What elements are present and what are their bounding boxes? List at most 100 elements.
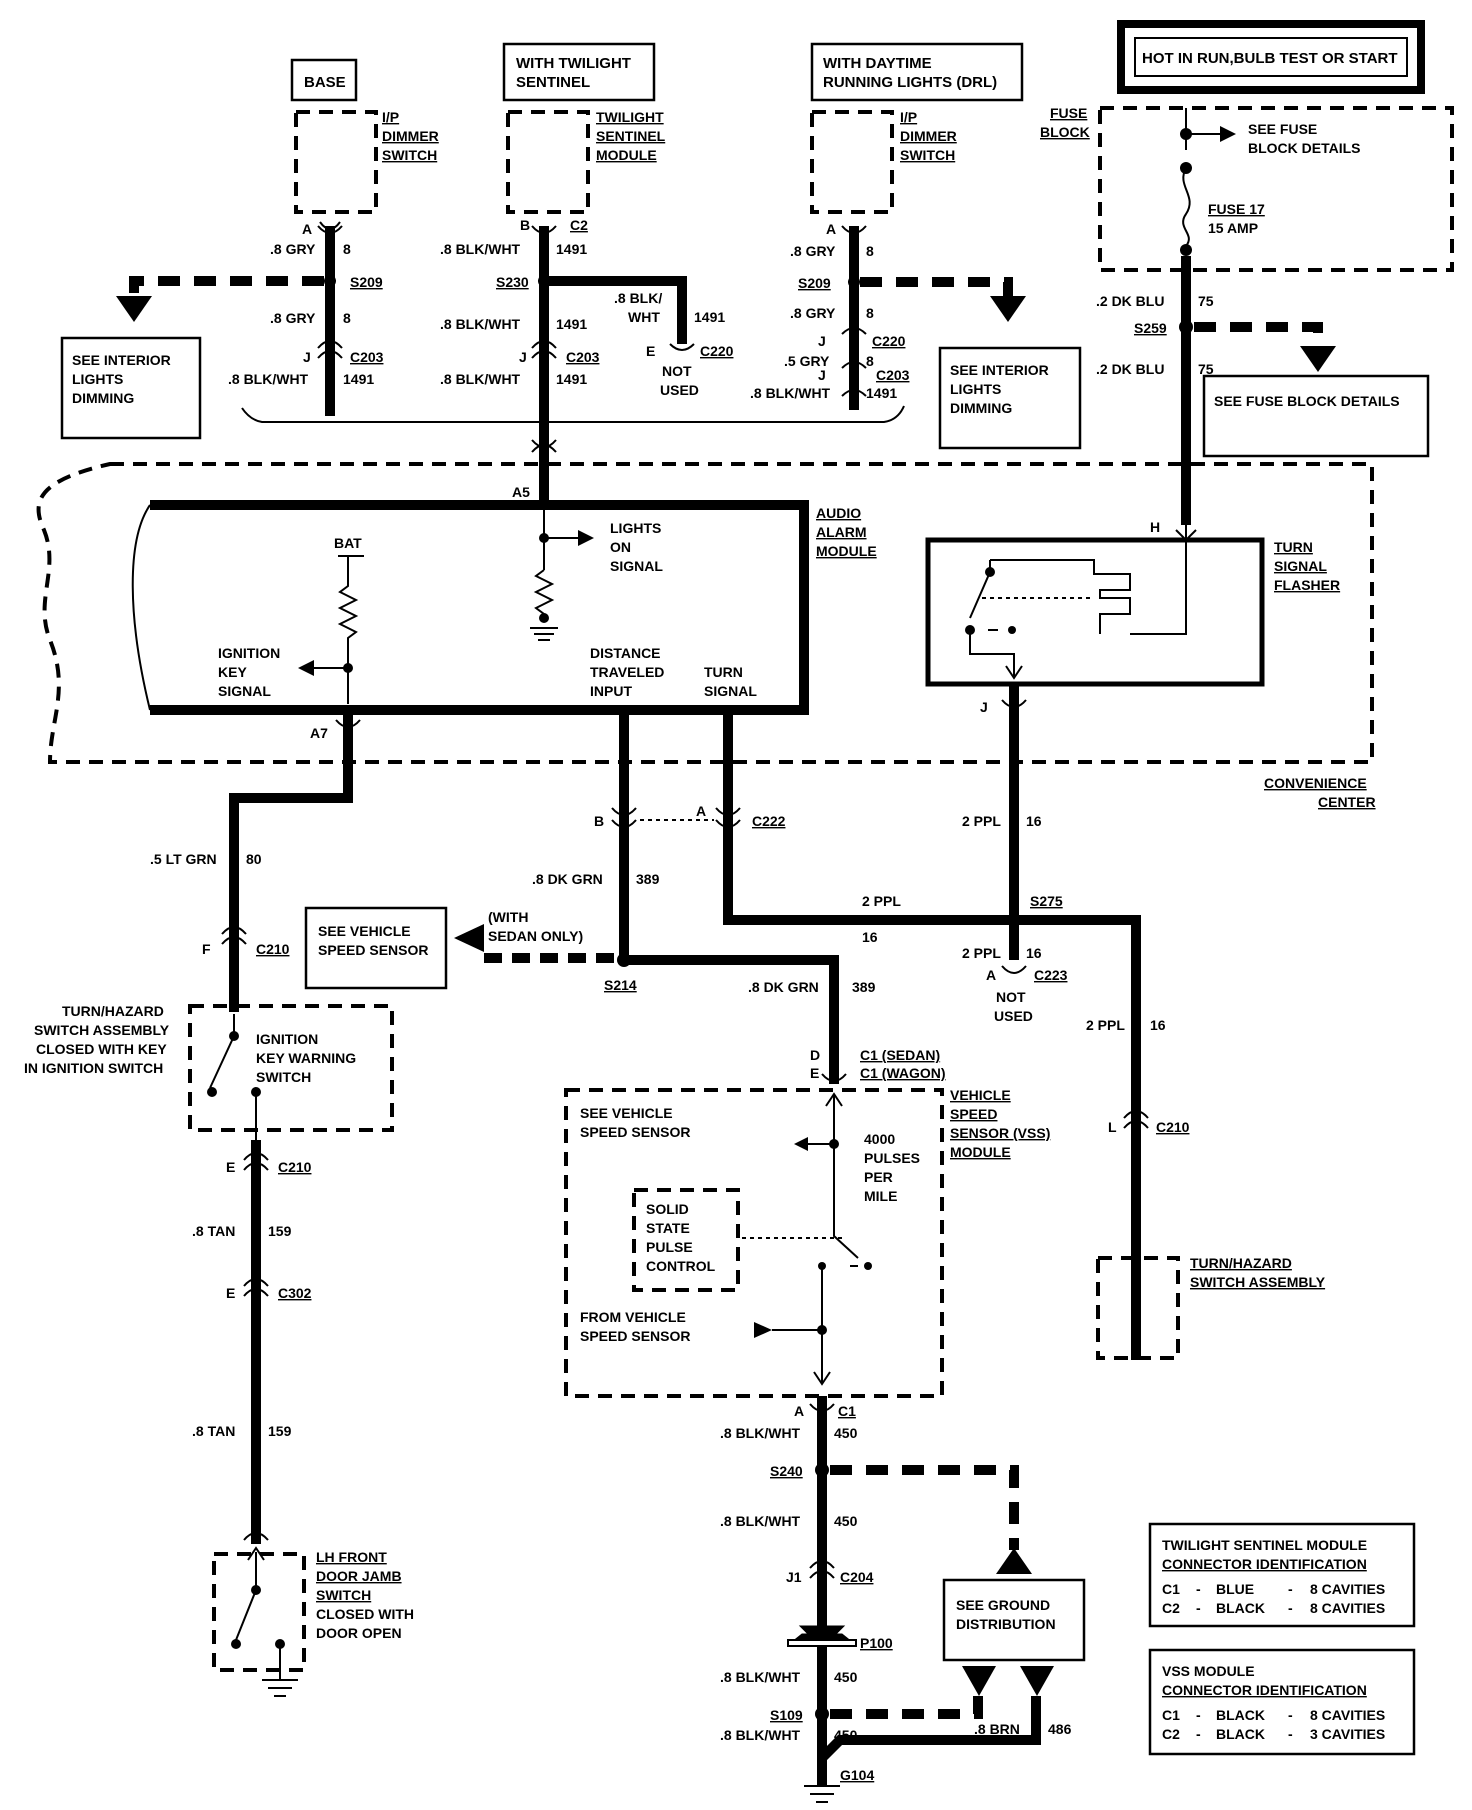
see-interior-lights-right: SEE INTERIOR LIGHTS DIMMING — [938, 346, 1082, 450]
diagram-label: A — [794, 1403, 804, 1419]
diagram-label: SPEED SENSOR — [318, 942, 428, 958]
diagram-label: C302 — [278, 1285, 312, 1301]
hot-in-run-label: HOT IN RUN,BULB TEST OR START — [1117, 20, 1425, 94]
diagram-label: .8 BLK/WHT — [720, 1727, 801, 1743]
diagram-label: SENTINEL — [516, 74, 590, 91]
wire-to-interior-dimming-left — [129, 276, 324, 305]
diagram-label: F — [202, 941, 211, 957]
diagram-label: .8 BLK/WHT — [720, 1669, 801, 1685]
diagram-label: IGNITION — [218, 645, 280, 661]
diagram-label: FROM VEHICLE — [580, 1309, 686, 1325]
diagram-label: B — [594, 813, 604, 829]
diagram-label: E — [646, 343, 655, 359]
diagram-label: 8 CAVITIES — [1310, 1600, 1385, 1616]
diagram-label: TURN — [1274, 539, 1313, 555]
diagram-label: SIGNAL — [1274, 558, 1327, 574]
diagram-label: 75 — [1198, 361, 1214, 377]
diagram-label: A — [826, 221, 836, 237]
diagram-label: 8 — [866, 305, 874, 321]
diagram-label: .8 BLK/ — [614, 290, 662, 306]
diagram-label: D — [810, 1047, 820, 1063]
diagram-label: SEE INTERIOR — [72, 352, 171, 368]
arrow-to-vss — [454, 924, 484, 952]
vehicle-speed-sensor-module: VEHICLE SPEED SENSOR (VSS) MODULE — [564, 1087, 1050, 1398]
diagram-label: TRAVELED — [590, 664, 664, 680]
ground-g104-icon — [804, 1785, 840, 1803]
diagram-label: FUSE — [1050, 105, 1087, 121]
diagram-label: SWITCH — [256, 1069, 311, 1085]
diagram-label: .8 BLK/WHT — [720, 1513, 801, 1529]
ignition-key-warning-switch — [209, 1014, 235, 1089]
diagram-label: 8 — [343, 310, 351, 326]
diagram-label: C1 — [1162, 1707, 1180, 1723]
twilight-sentinel-module: TWILIGHT SENTINEL MODULE — [506, 109, 666, 214]
diagram-label: S230 — [496, 274, 529, 290]
diagram-label: C203 — [876, 367, 910, 383]
diagram-label: 450 — [834, 1669, 858, 1685]
diagram-label: DOOR JAMB — [316, 1568, 402, 1584]
diagram-label: CENTER — [1318, 794, 1376, 810]
diagram-label: BLOCK DETAILS — [1248, 140, 1361, 156]
diagram-label: C1 (WAGON) — [860, 1065, 946, 1081]
diagram-label: S259 — [1134, 320, 1167, 336]
diagram-label: - — [1196, 1726, 1201, 1742]
diagram-label: (WITH — [488, 909, 528, 925]
vss-connector-id-table: VSS MODULE CONNECTOR IDENTIFICATION C1 -… — [1148, 1648, 1416, 1756]
diagram-label: CONNECTOR IDENTIFICATION — [1162, 1556, 1367, 1572]
diagram-label: C2 — [1162, 1600, 1180, 1616]
variant-twilight: WITH TWILIGHT SENTINEL — [502, 42, 656, 102]
diagram-label: C2 — [1162, 1726, 1180, 1742]
diagram-label: .5 LT GRN — [150, 851, 217, 867]
diagram-label: S240 — [770, 1463, 803, 1479]
diagram-label: SWITCH ASSEMBLY — [34, 1022, 170, 1038]
diagram-label: C203 — [566, 349, 600, 365]
diagram-label: SEE FUSE BLOCK DETAILS — [1214, 393, 1400, 409]
diagram-label: C220 — [872, 333, 906, 349]
diagram-label: MODULE — [596, 147, 657, 163]
diagram-label: ALARM — [816, 524, 867, 540]
diagram-label: SPEED SENSOR — [580, 1328, 690, 1344]
diagram-label: HOT IN RUN,BULB TEST OR START — [1142, 50, 1398, 67]
diagram-label: SEE VEHICLE — [580, 1105, 673, 1121]
diagram-label: SIGNAL — [218, 683, 271, 699]
diagram-label: .8 GRY — [270, 241, 316, 257]
ground-icon-door — [262, 1644, 298, 1697]
diagram-label: C210 — [1156, 1119, 1190, 1135]
diagram-label: C210 — [278, 1159, 312, 1175]
diagram-label: 15 AMP — [1208, 220, 1258, 236]
diagram-label: ON — [610, 539, 631, 555]
diagram-label: 2 PPL — [1086, 1017, 1125, 1033]
diagram-label: IN IGNITION SWITCH — [24, 1060, 163, 1076]
diagram-label: .8 DK GRN — [532, 871, 603, 887]
diagram-label: WHT — [628, 309, 660, 325]
diagram-label: BLACK — [1216, 1707, 1265, 1723]
diagram-label: SEDAN ONLY) — [488, 928, 583, 944]
splice-s259 — [1179, 320, 1193, 334]
diagram-label: E — [226, 1285, 235, 1301]
diagram-label: 450 — [834, 1513, 858, 1529]
diagram-label: S214 — [604, 977, 637, 993]
diagram-label: 8 — [866, 243, 874, 259]
diagram-label: STATE — [646, 1220, 690, 1236]
diagram-label: LIGHTS — [950, 381, 1001, 397]
ground-icon — [530, 627, 558, 641]
splice-s209-left — [324, 275, 336, 287]
diagram-label: MODULE — [950, 1144, 1011, 1160]
diagram-label: USED — [994, 1008, 1033, 1024]
diagram-label: - — [1288, 1600, 1293, 1616]
diagram-label: 2 PPL — [962, 813, 1001, 829]
diagram-label: SEE VEHICLE — [318, 923, 411, 939]
diagram-label: 16 — [1026, 945, 1042, 961]
diagram-label: WITH DAYTIME — [823, 55, 932, 72]
diagram-label: CLOSED WITH — [316, 1606, 414, 1622]
diagram-label: SIGNAL — [610, 558, 663, 574]
diagram-label: SWITCH — [382, 147, 437, 163]
diagram-label: P100 — [860, 1635, 893, 1651]
see-ground-distribution: SEE GROUND DISTRIBUTION — [942, 1578, 1086, 1662]
diagram-label: TURN/HAZARD — [1190, 1255, 1292, 1271]
diagram-label: H — [1150, 519, 1160, 535]
diagram-label: DIMMING — [950, 400, 1012, 416]
diagram-label: 450 — [834, 1425, 858, 1441]
diagram-label: I/P — [382, 109, 399, 125]
